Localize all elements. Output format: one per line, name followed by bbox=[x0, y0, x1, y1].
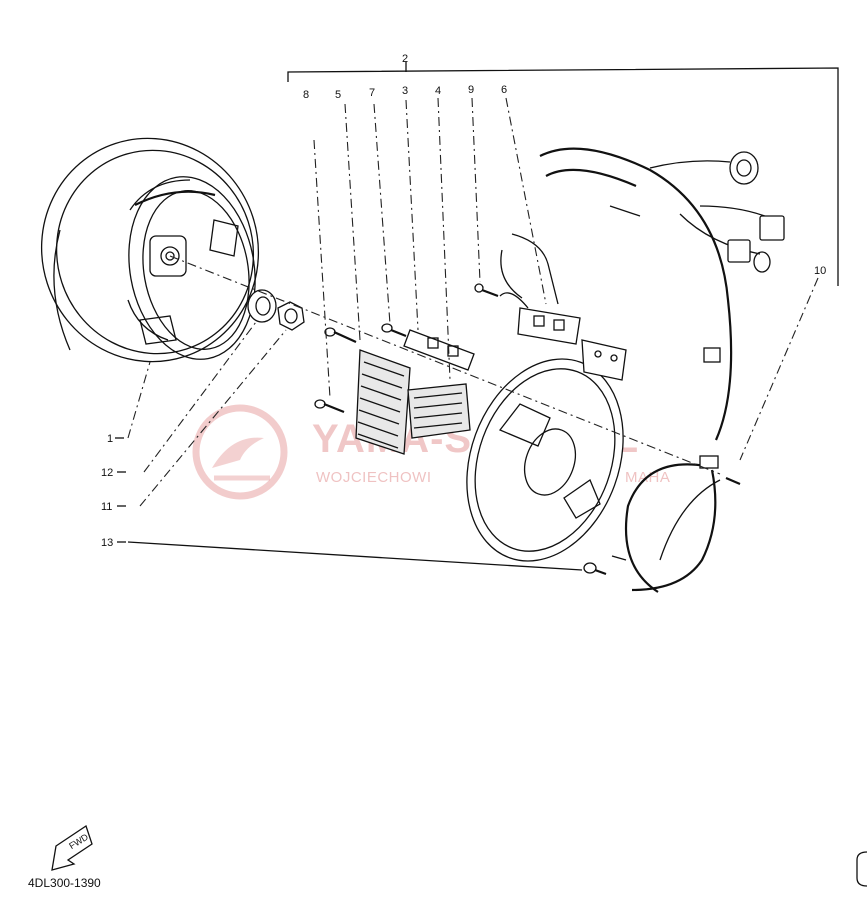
rotor-part-1 bbox=[40, 137, 260, 363]
assembly-axes bbox=[169, 97, 819, 475]
screw-part-8 bbox=[314, 399, 345, 414]
label-part-4: 4 bbox=[435, 85, 441, 97]
pickup-coil-part-3 bbox=[403, 329, 475, 371]
drawing-code: 4DL300-1390 bbox=[28, 876, 101, 890]
lead-wire-part-10 bbox=[539, 147, 785, 593]
label-part-8: 8 bbox=[303, 89, 309, 101]
label-part-3: 3 bbox=[402, 85, 408, 97]
screw-part-7 bbox=[381, 323, 407, 338]
coil-part-5 bbox=[355, 349, 411, 455]
label-part-7: 7 bbox=[369, 87, 375, 99]
label-part-11: 11 bbox=[101, 501, 112, 513]
label-part-12: 12 bbox=[101, 467, 113, 479]
label-part-9: 9 bbox=[468, 84, 474, 96]
page-edge-fragment bbox=[856, 851, 867, 887]
leader-lines bbox=[127, 321, 583, 571]
nut-part-11 bbox=[277, 301, 305, 331]
coil-part-4 bbox=[407, 383, 471, 439]
fwd-arrow-icon: FWD bbox=[51, 824, 93, 871]
label-part-1: 1 bbox=[107, 433, 113, 445]
screw-part-13 bbox=[583, 562, 607, 576]
label-part-13: 13 bbox=[101, 537, 113, 549]
assembly-bracket bbox=[287, 62, 839, 286]
label-part-6: 6 bbox=[501, 84, 507, 96]
label-part-10: 10 bbox=[814, 265, 826, 277]
part-labels: 2 8 5 7 3 4 9 6 10 1 12 11 13 bbox=[101, 53, 826, 549]
watermark-subtitle: WOJCIECHOWI bbox=[316, 469, 432, 486]
label-part-5: 5 bbox=[335, 89, 341, 101]
stator-plate bbox=[466, 339, 627, 562]
pickup-part-6 bbox=[499, 233, 581, 345]
screw-part-5 bbox=[324, 327, 357, 344]
screw-part-9 bbox=[474, 283, 499, 298]
label-part-2: 2 bbox=[402, 53, 408, 65]
key-part-12 bbox=[247, 289, 277, 323]
